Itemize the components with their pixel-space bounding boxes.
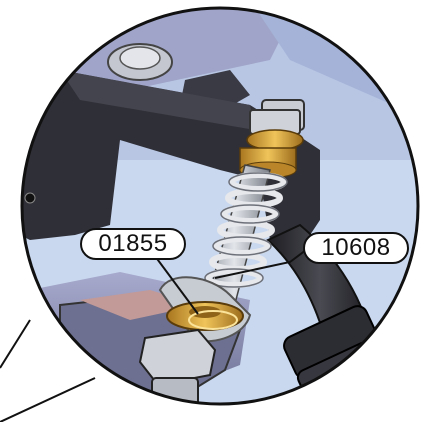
callout-label-washer: 01855 [80, 228, 186, 260]
detail-circle-border [20, 6, 420, 406]
detail-leader-line [0, 377, 96, 422]
lower-hex-nut [138, 328, 217, 387]
callout-label-spring: 10608 [303, 232, 409, 264]
callout-leader-10608 [214, 249, 307, 279]
detail-leader-line [0, 319, 31, 369]
callout-leader-01855 [151, 251, 199, 315]
upper-brass-washer [246, 129, 304, 151]
